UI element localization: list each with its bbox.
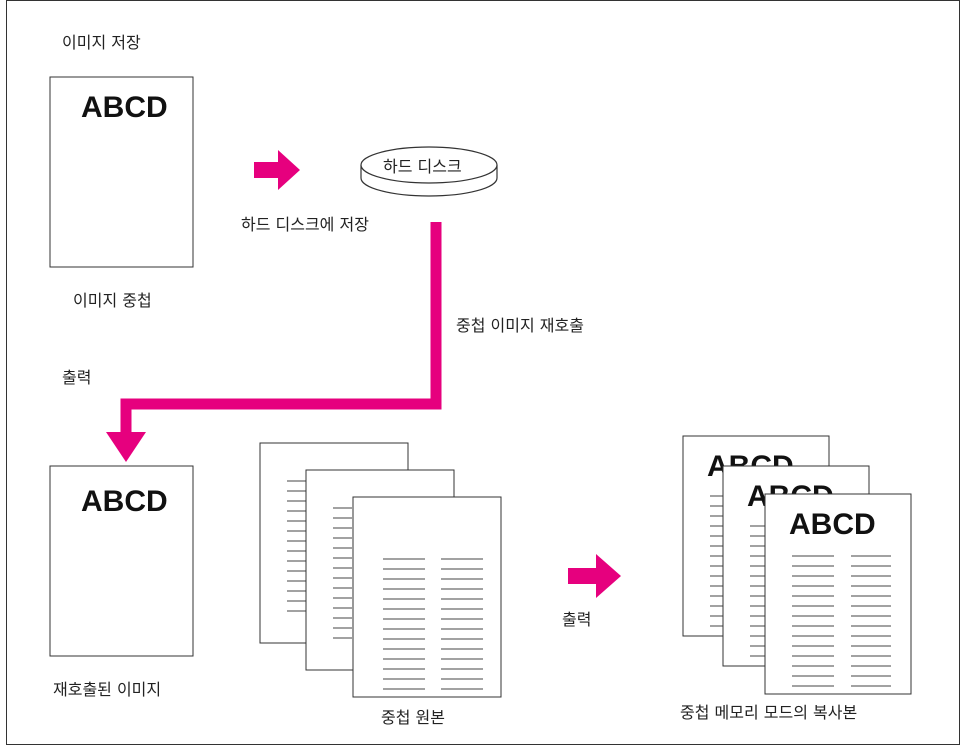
recalled-image-page: ABCD [49,465,194,657]
output-arrow-icon [568,554,621,598]
copy-sheet [764,493,912,695]
copy-page-text: ABCD [789,508,876,541]
recall-arrow-icon [106,432,146,462]
overlay-image-page: ABCD [49,76,194,268]
outer-frame [6,0,960,745]
recalled-image-label: 재호출된 이미지 [53,680,161,699]
title: 이미지 저장 [62,33,141,52]
hard-disk-icon [360,146,498,197]
store-arrow-icon [254,150,300,190]
store-to-disk-label: 하드 디스크에 저장 [241,215,369,234]
copies-label: 중첩 메모리 모드의 복사본 [680,703,857,722]
originals-stack [259,442,502,698]
output-bottom-label: 출력 [562,610,591,629]
recall-path [120,222,442,437]
copies-stack: ABCDABCDABCD [682,435,912,695]
recall-label: 중첩 이미지 재호출 [456,316,584,335]
recalled-page-text: ABCD [81,485,168,518]
output-top-label: 출력 [62,368,91,387]
originals-label: 중첩 원본 [381,708,445,727]
overlay-page-text: ABCD [81,91,168,124]
overlay-image-label: 이미지 중첩 [73,291,152,310]
original-sheet [352,496,502,698]
hard-disk-label: 하드 디스크 [383,157,462,176]
